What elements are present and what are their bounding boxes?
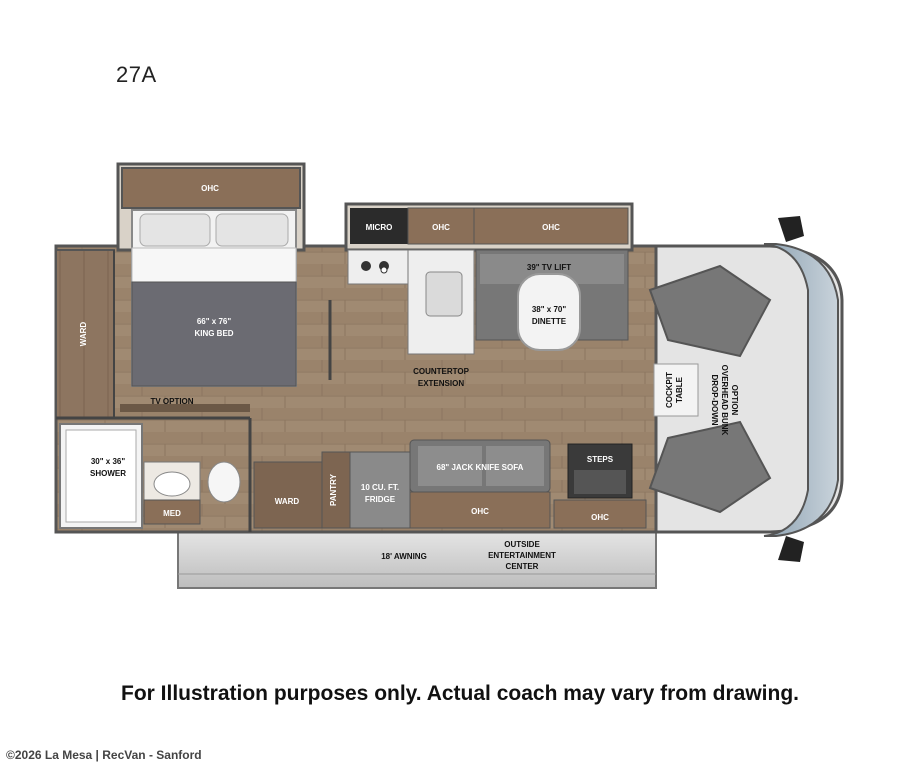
sofa-ohc-label: OHC: [471, 507, 489, 516]
kitchen-storage: [253, 451, 411, 529]
kitchen-slide: [347, 207, 629, 355]
left-wardrobe: [55, 249, 115, 419]
tv-option-shelf: [120, 404, 250, 412]
steps-label: STEPS: [587, 455, 614, 464]
countertop-label-1: COUNTERTOP: [413, 367, 470, 376]
cockpit-label-1: COCKPIT: [665, 372, 674, 408]
bathroom: [59, 423, 241, 529]
bunk-label-3: OPTION: [730, 385, 739, 416]
micro-label: MICRO: [366, 223, 393, 232]
king-bed: [131, 209, 297, 387]
cockpit-label-2: TABLE: [675, 376, 684, 403]
dinette-label: DINETTE: [532, 317, 567, 326]
awning: [177, 529, 657, 589]
kitchen-ohc-label-1: OHC: [432, 223, 450, 232]
steps-ohc-label: OHC: [591, 513, 609, 522]
entertainment-label-1: OUTSIDE: [504, 540, 540, 549]
countertop-label-2: EXTENSION: [418, 379, 464, 388]
bunk-label-1: DROP-DOWN: [710, 374, 719, 425]
fridge-label-2: FRIDGE: [365, 495, 396, 504]
awning-label: 18' AWNING: [381, 552, 427, 561]
model-name: 27A: [116, 62, 157, 87]
cockpit-seats: [648, 264, 772, 514]
tv-lift-label: 39" TV LIFT: [527, 263, 571, 272]
fridge-label-1: 10 CU. FT.: [361, 483, 399, 492]
shower-size-label: 30" x 36": [91, 457, 125, 466]
bunk-label-2: OVERHEAD BUNK: [720, 365, 729, 436]
dinette-size-label: 38" x 70": [532, 305, 566, 314]
bedroom-ohc-label: OHC: [201, 184, 219, 193]
kitchen-ohc-label-2: OHC: [542, 223, 560, 232]
bed-name-label: KING BED: [194, 329, 233, 338]
med-label: MED: [163, 509, 181, 518]
pantry-label: PANTRY: [329, 473, 338, 506]
sofa-label: 68" JACK KNIFE SOFA: [437, 463, 524, 472]
disclaimer-text: For Illustration purposes only. Actual c…: [121, 682, 799, 705]
entry-steps: [553, 443, 647, 529]
entertainment-label-2: ENTERTAINMENT: [488, 551, 556, 560]
entertainment-label-3: CENTER: [506, 562, 539, 571]
copyright-text: ©2026 La Mesa | RecVan - Sanford: [6, 748, 202, 762]
tv-option-label: TV OPTION: [150, 397, 193, 406]
jack-knife-sofa: [409, 439, 551, 529]
shower-label: SHOWER: [90, 469, 126, 478]
ward-left-label: WARD: [79, 322, 88, 347]
bedroom-ohc: [121, 167, 301, 209]
interior-walls: [56, 300, 332, 532]
bath-ward-label: WARD: [275, 497, 300, 506]
bed-size-label: 66" x 76": [197, 317, 231, 326]
